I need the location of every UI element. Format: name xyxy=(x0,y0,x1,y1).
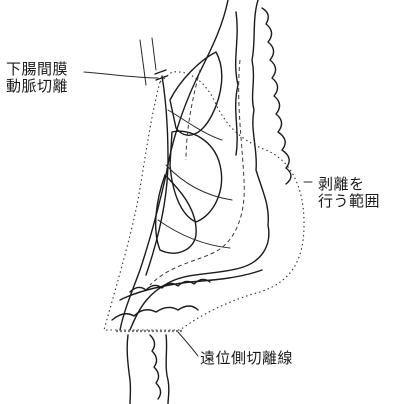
dissection-range-label-line2: 行う範囲 xyxy=(318,192,380,210)
ligation-clip xyxy=(155,70,167,80)
vessel-loop-upper xyxy=(170,52,222,135)
rectum-left xyxy=(127,335,130,404)
dissection-range-label: 剥離を 行う範囲 xyxy=(318,176,380,210)
leader-ima xyxy=(84,72,158,78)
mesentery-line xyxy=(186,70,200,160)
vessel-loop-lower xyxy=(156,175,196,253)
dissection-range-outline xyxy=(104,72,304,330)
distal-transection-label: 遠位側切離線 xyxy=(200,350,293,367)
vessel-branch-1 xyxy=(168,110,222,140)
colon-outer-right xyxy=(236,12,238,155)
haustra-right xyxy=(262,8,291,184)
vessel-branch-3 xyxy=(158,220,230,248)
ima-ligation-label-line1: 下腸間膜 xyxy=(6,60,68,78)
dissection-range-label-line1: 剥離を xyxy=(318,175,365,193)
sigmoid-lower-inner xyxy=(120,270,262,300)
leader-distal xyxy=(178,332,198,356)
ima-ligation-label: 下腸間膜 動脈切離 xyxy=(6,61,68,95)
rectum-haustra xyxy=(150,335,161,399)
rectum-right xyxy=(166,335,169,404)
ima-ligation-label-line2: 動脈切離 xyxy=(6,77,68,95)
